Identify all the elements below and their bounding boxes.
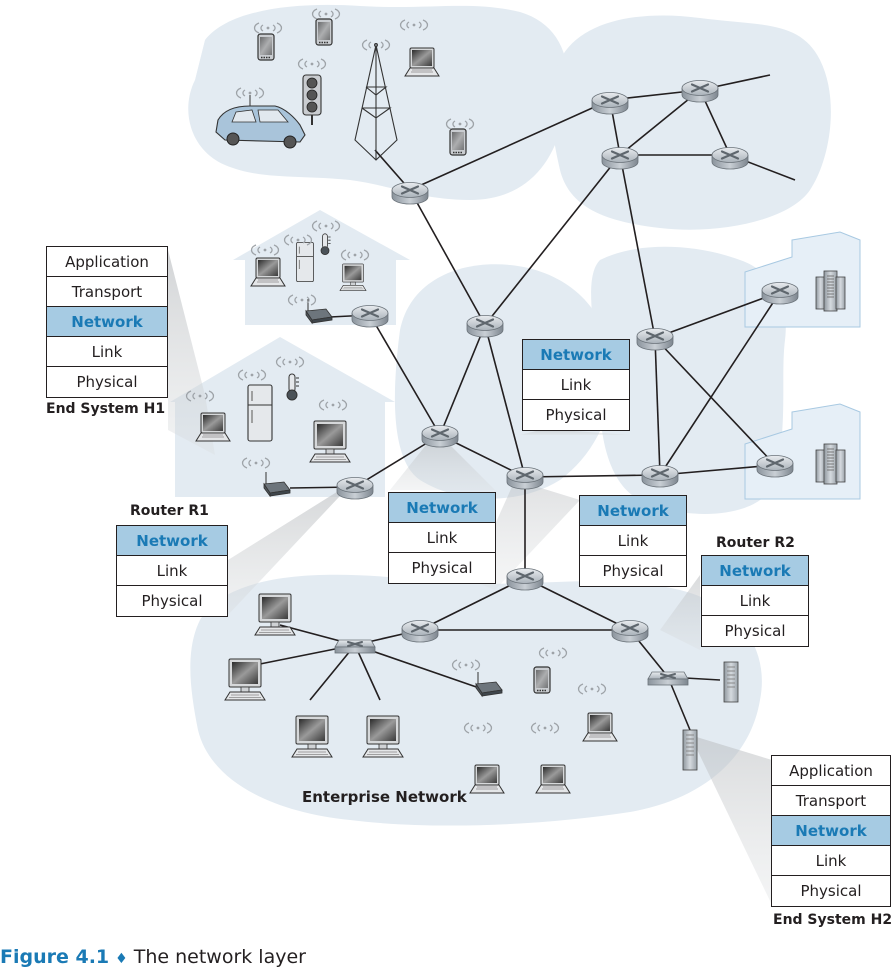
- switch-icon: [334, 639, 376, 654]
- stack-end-system-h2: Application Transport Network Link Physi…: [771, 755, 891, 907]
- laptop-icon: [195, 412, 231, 442]
- layer-network: Network: [117, 526, 227, 556]
- layer-link: Link: [702, 586, 808, 616]
- smartphone-icon: [533, 666, 551, 694]
- laptop-icon: [250, 257, 286, 287]
- router-r2-icon: [610, 619, 650, 644]
- laptop-icon: [404, 47, 440, 77]
- stack-router-mid-right: Network Link Physical: [579, 495, 687, 587]
- desktop-computer-icon: [254, 593, 296, 636]
- laptop-icon: [535, 764, 571, 794]
- isp-core-region: [551, 15, 831, 230]
- label-end-system-h1: End System H1: [46, 401, 166, 417]
- router-icon: [465, 314, 505, 339]
- layer-network: Network: [580, 496, 686, 526]
- router-icon: [390, 181, 430, 206]
- layer-network: Network: [772, 816, 890, 846]
- network-diagram: [168, 4, 861, 905]
- router-icon: [680, 79, 720, 104]
- router-icon: [600, 146, 640, 171]
- layer-link: Link: [772, 846, 890, 876]
- server-rack-icon: [815, 443, 846, 485]
- layer-physical: Physical: [545, 406, 607, 424]
- server-rack-icon: [815, 270, 846, 312]
- layer-application: Application: [772, 756, 890, 786]
- server-icon: [682, 729, 698, 771]
- caption-separator: ♦: [115, 951, 128, 967]
- smartphone-icon: [315, 18, 333, 46]
- label-end-system-h2: End System H2: [773, 912, 893, 928]
- cell-tower-icon: [354, 39, 398, 161]
- figure-caption: Figure 4.1 ♦ The network layer: [0, 946, 306, 968]
- router-r1-icon: [335, 476, 375, 501]
- router-icon: [420, 424, 460, 449]
- layer-transport: Transport: [47, 277, 167, 307]
- refrigerator-icon: [247, 384, 273, 442]
- router-icon: [710, 146, 750, 171]
- laptop-icon: [469, 764, 505, 794]
- desktop-computer-icon: [339, 263, 367, 291]
- layer-link: Link: [47, 337, 167, 367]
- figure-number: Figure 4.1: [0, 946, 110, 968]
- layer-physical: Physical: [800, 882, 862, 900]
- label-router-r1: Router R1: [130, 503, 209, 519]
- links: [254, 74, 796, 731]
- layer-network: Network: [702, 556, 808, 586]
- server-icon: [723, 661, 739, 703]
- desktop-computer-icon: [224, 658, 266, 701]
- stack-router-mid-top: Network Link Physical: [522, 339, 630, 431]
- mobile-network-region: [188, 4, 568, 201]
- router-icon: [505, 466, 545, 491]
- switch-icon: [647, 671, 689, 686]
- layer-transport: Transport: [772, 786, 890, 816]
- layer-network: Network: [389, 493, 495, 523]
- refrigerator-icon: [296, 241, 314, 283]
- smartphone-icon: [449, 128, 467, 156]
- layer-link: Link: [523, 370, 629, 400]
- desktop-computer-icon: [362, 715, 404, 758]
- layer-link: Link: [389, 523, 495, 553]
- layer-link: Link: [117, 556, 227, 586]
- stack-end-system-h1: Application Transport Network Link Physi…: [46, 246, 168, 398]
- layer-network: Network: [523, 340, 629, 370]
- figure-title: The network layer: [133, 946, 306, 968]
- laptop-icon: [582, 712, 618, 742]
- stack-router-r1: Network Link Physical: [116, 525, 228, 617]
- desktop-computer-icon: [291, 715, 333, 758]
- layer-physical: Physical: [724, 622, 786, 640]
- router-icon: [590, 91, 630, 116]
- router-icon: [760, 281, 800, 306]
- car-icon: [215, 87, 306, 149]
- stack-router-mid-left: Network Link Physical: [388, 492, 496, 584]
- smartphone-icon: [257, 33, 275, 61]
- router-icon: [640, 464, 680, 489]
- layer-physical: Physical: [411, 559, 473, 577]
- layer-link: Link: [580, 526, 686, 556]
- router-icon: [350, 304, 390, 329]
- label-enterprise-network: Enterprise Network: [302, 788, 467, 806]
- layer-network: Network: [47, 307, 167, 337]
- layer-physical: Physical: [602, 562, 664, 580]
- stack-router-r2: Network Link Physical: [701, 555, 809, 647]
- router-icon: [505, 567, 545, 592]
- layer-physical: Physical: [141, 592, 203, 610]
- router-icon: [635, 327, 675, 352]
- desktop-computer-icon: [309, 420, 351, 463]
- label-router-r2: Router R2: [716, 535, 795, 551]
- layer-application: Application: [47, 247, 167, 277]
- traffic-light-icon: [297, 58, 327, 125]
- router-icon: [400, 619, 440, 644]
- home-network-1: [233, 210, 410, 325]
- router-icon: [755, 454, 795, 479]
- layer-physical: Physical: [76, 373, 138, 391]
